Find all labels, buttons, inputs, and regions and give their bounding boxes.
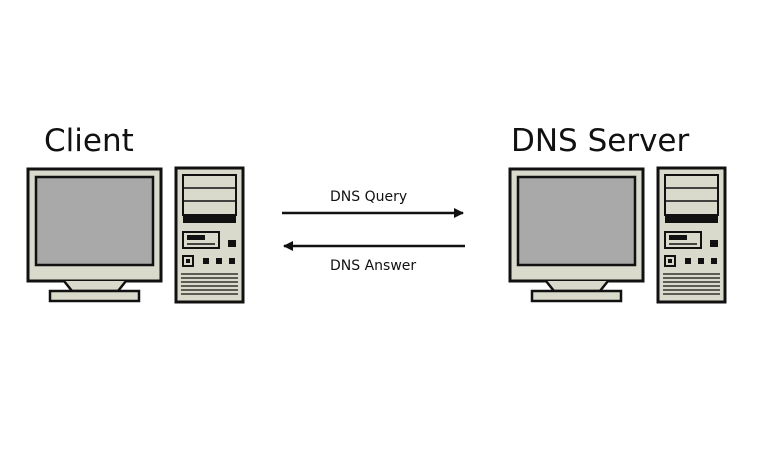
dns-query-label: DNS Query	[330, 189, 408, 205]
client-monitor-icon	[26, 167, 163, 303]
server-monitor-icon	[508, 167, 645, 303]
server-tower-icon	[656, 166, 727, 304]
dns-server-label: DNS Server	[511, 123, 690, 159]
server-computer	[508, 166, 727, 304]
client-label: Client	[44, 123, 134, 159]
dns-answer-label: DNS Answer	[330, 258, 417, 274]
client-computer	[26, 166, 245, 304]
client-tower-icon	[174, 166, 245, 304]
